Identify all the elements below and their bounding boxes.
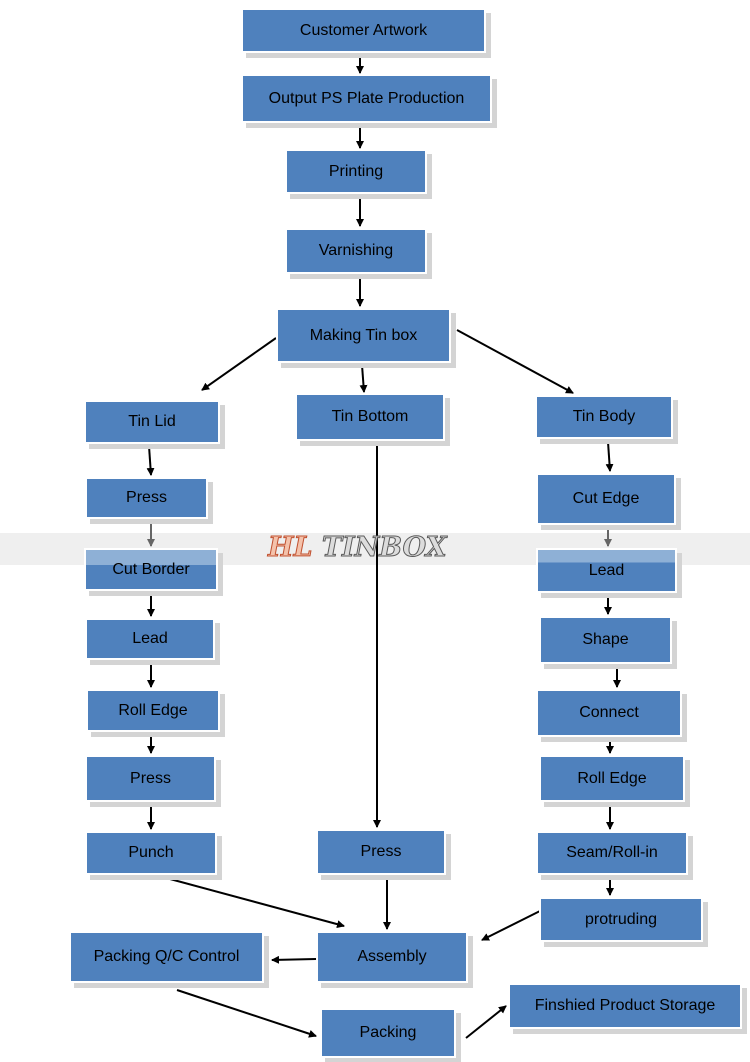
arrow-lid-to-press [146, 445, 155, 476]
step-body-cut-edge: Cut Edge [536, 473, 676, 525]
step-lid-lead: Lead [85, 618, 215, 660]
step-bottom-press: Press [316, 829, 446, 875]
arrow-making-to-body [456, 329, 574, 394]
step-varnishing: Varnishing [285, 228, 427, 274]
step-finished-storage: Finshied Product Storage [508, 983, 742, 1029]
step-body-lead: Lead [536, 548, 677, 593]
watermark-tinbox: TINBOX [321, 532, 447, 564]
arrow-packing-to-storage [465, 1005, 507, 1039]
step-customer-artwork: Customer Artwork [241, 8, 486, 53]
step-tin-bottom: Tin Bottom [295, 393, 445, 441]
arrow-body-to-cutedge [605, 441, 614, 472]
step-lid-press-2: Press [85, 755, 216, 802]
step-lid-cut-border: Cut Border [84, 548, 218, 591]
arrow-punch-to-assembly [169, 878, 345, 929]
step-packing: Packing [320, 1008, 456, 1058]
watermark-hl: HL [268, 532, 313, 564]
arrow-assembly-to-qc [271, 955, 317, 964]
step-body-protruding: protruding [539, 897, 703, 942]
step-printing: Printing [285, 149, 427, 194]
step-lid-press-1: Press [85, 477, 208, 519]
step-body-roll-edge: Roll Edge [539, 755, 685, 802]
arrow-qc-to-packing [176, 989, 317, 1038]
step-body-shape: Shape [539, 616, 672, 664]
step-lid-roll-edge: Roll Edge [86, 689, 220, 732]
arrow-making-to-lid [201, 337, 277, 391]
arrow-protruding-to-assembly [481, 910, 541, 941]
step-assembly: Assembly [316, 931, 468, 983]
step-body-seam: Seam/Roll-in [536, 831, 688, 875]
step-output-ps-plate: Output PS Plate Production [241, 74, 492, 123]
step-tin-lid: Tin Lid [84, 400, 220, 444]
step-body-connect: Connect [536, 689, 682, 737]
step-making-tin-box: Making Tin box [276, 308, 451, 363]
watermark-logo: HL TINBOX [268, 532, 448, 564]
arrow-making-to-bottom [359, 364, 368, 393]
step-lid-punch: Punch [85, 831, 217, 875]
step-tin-body: Tin Body [535, 395, 673, 439]
step-packing-qc: Packing Q/C Control [69, 931, 264, 983]
